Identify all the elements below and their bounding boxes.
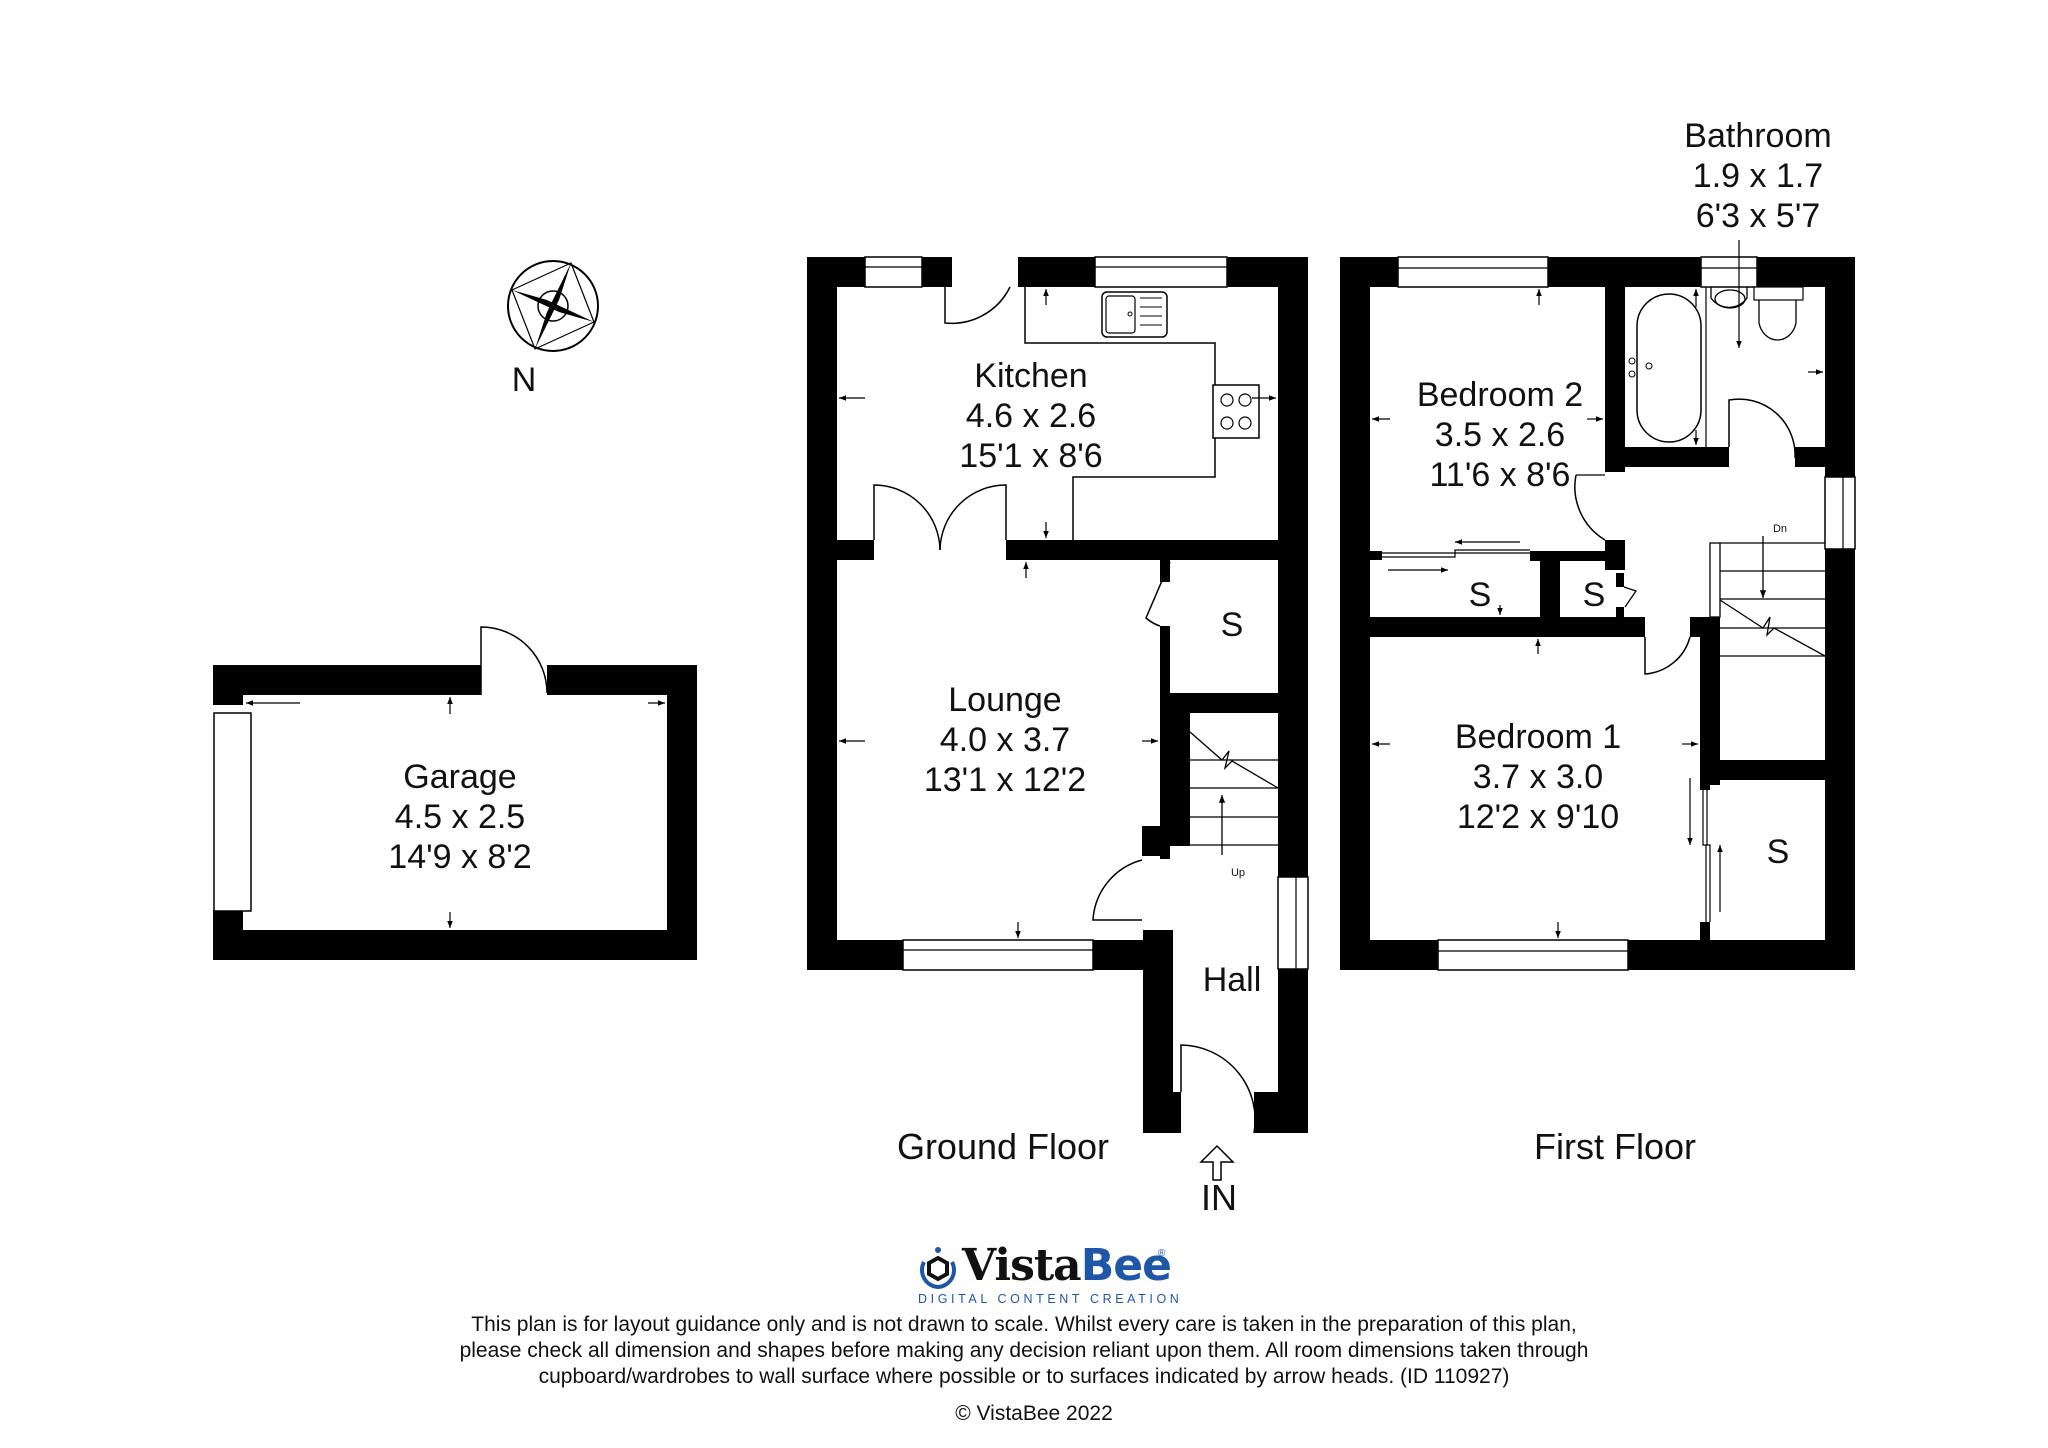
- storage-door: [1145, 561, 1171, 627]
- room-name: Bedroom 1: [1454, 718, 1622, 756]
- entrance-label: IN: [1201, 1177, 1237, 1218]
- room-metric: 4.5 x 2.5: [394, 798, 526, 837]
- ground-floor-fixtures: [839, 286, 1279, 1181]
- logo-tagline: DIGITAL CONTENT CREATION: [918, 1292, 1183, 1306]
- hob-icon: [1212, 384, 1260, 439]
- garage-walls: [213, 626, 697, 960]
- vistabee-logo-icon: [920, 1247, 956, 1290]
- room-metric: 3.7 x 3.0: [1472, 758, 1604, 797]
- room-name: Lounge: [948, 681, 1062, 719]
- storage-b-label: S: [1582, 576, 1606, 614]
- room-imperial: 6'3 x 5'7: [1695, 197, 1821, 236]
- room-imperial: 12'2 x 9'10: [1456, 798, 1620, 837]
- room-name: Bedroom 2: [1416, 376, 1584, 414]
- storage-a-label: S: [1468, 576, 1492, 614]
- first-floor-fixtures: [1372, 240, 1826, 938]
- room-imperial: 11'6 x 8'6: [1429, 456, 1571, 495]
- room-metric: 1.9 x 1.7: [1692, 157, 1824, 196]
- double-door-right: [939, 484, 1007, 551]
- sliding-wardrobe-bedroom1: [1687, 778, 1723, 922]
- sink-icon: [1101, 291, 1168, 338]
- room-metric: 3.5 x 2.6: [1434, 416, 1566, 455]
- copyright-text: © VistaBee 2022: [955, 1402, 1113, 1425]
- room-name: Garage: [403, 758, 517, 796]
- basin-icon: [1710, 287, 1748, 309]
- garage-door: [213, 712, 252, 912]
- room-name: Bathroom: [1684, 117, 1832, 155]
- compass-rose-icon: [507, 260, 599, 352]
- vistabee-logo: VistaBee ® DIGITAL CONTENT CREATION: [918, 1240, 1179, 1306]
- garage-label: Garage 4.5 x 2.5 14'9 x 8'2: [388, 757, 531, 877]
- bedroom1-label: Bedroom 1 3.7 x 3.0 12'2 x 9'10: [1455, 717, 1621, 837]
- bedroom1-door: [1644, 636, 1691, 675]
- first-floor-walls: [1340, 256, 1856, 971]
- sliding-wardrobe-bedroom2: [1382, 539, 1530, 573]
- garage-side-door: [480, 626, 548, 695]
- entrance-arrow-icon: [1199, 1144, 1235, 1181]
- bathtub-icon: [1628, 287, 1707, 447]
- double-door-left: [873, 484, 941, 551]
- disclaimer-line: cupboard/wardrobes to wall surface where…: [538, 1365, 1510, 1388]
- ground-floor-walls: [807, 256, 1309, 1133]
- ground-floor-title: Ground Floor: [896, 1126, 1110, 1167]
- room-imperial: 15'1 x 8'6: [959, 437, 1103, 476]
- ground-storage-label: S: [1220, 606, 1244, 644]
- bedroom2-label: Bedroom 2 3.5 x 2.6 11'6 x 8'6: [1417, 375, 1583, 495]
- bathroom-door: [1728, 398, 1796, 459]
- storage-c-label: S: [1766, 833, 1790, 871]
- logo-registered-mark: ®: [1158, 1248, 1166, 1259]
- first-floor-title: First Floor: [1534, 1126, 1696, 1167]
- room-metric: 4.6 x 2.6: [965, 397, 1097, 436]
- bathroom-label: Bathroom 1.9 x 1.7 6'3 x 5'7: [1684, 116, 1831, 236]
- cupboard-door: [1623, 586, 1638, 608]
- compass-north-label: N: [511, 361, 537, 399]
- lounge-hall-door: [1092, 859, 1143, 921]
- bedroom2-door: [1574, 474, 1606, 541]
- disclaimer-line: This plan is for layout guidance only an…: [471, 1313, 1577, 1336]
- room-metric: 4.0 x 3.7: [939, 721, 1071, 760]
- disclaimer-line: please check all dimension and shapes be…: [459, 1339, 1589, 1362]
- front-door: [1180, 1044, 1256, 1134]
- kitchen-label: Kitchen 4.6 x 2.6 15'1 x 8'6: [959, 356, 1102, 476]
- lounge-label: Lounge 4.0 x 3.7 13'1 x 12'2: [924, 680, 1086, 800]
- stairs-down-label: Dn: [1772, 523, 1788, 535]
- logo-wordmark: VistaBee: [962, 1240, 1172, 1291]
- staircase-up: [1189, 731, 1279, 855]
- room-imperial: 13'1 x 12'2: [923, 761, 1087, 800]
- room-name: Kitchen: [974, 357, 1088, 395]
- staircase-down: [1709, 536, 1826, 657]
- toilet-icon: [1753, 286, 1804, 341]
- room-imperial: 14'9 x 8'2: [388, 838, 532, 877]
- disclaimer-text: This plan is for layout guidance only an…: [424, 1312, 1624, 1390]
- stairs-up-label: Up: [1230, 867, 1246, 879]
- kitchen-back-door: [944, 286, 1011, 325]
- hall-label: Hall: [1202, 961, 1262, 999]
